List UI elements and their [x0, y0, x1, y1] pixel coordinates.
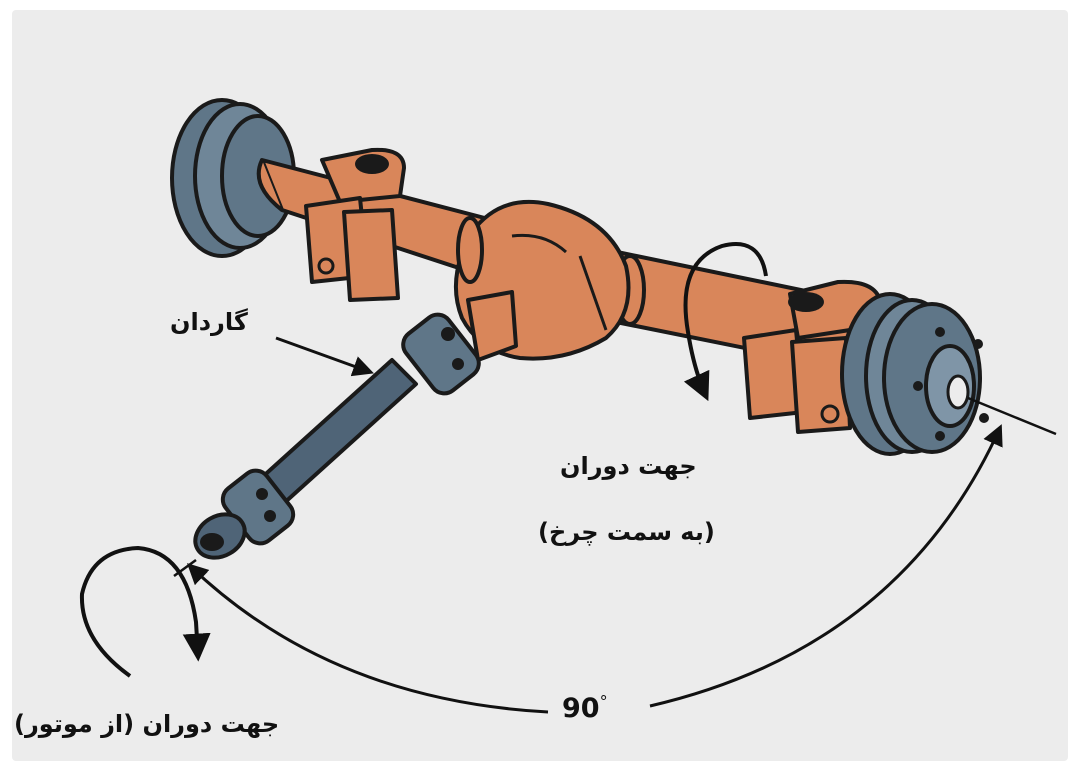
differential-housing [453, 199, 631, 362]
angle-arc-left [186, 563, 549, 714]
wheel-rotation-label: جهت دوران [560, 452, 697, 480]
right-spring-mount [742, 279, 882, 434]
driveshaft-pointer-arrow [275, 336, 374, 377]
drive-shaft [193, 312, 481, 560]
axle-centerline [967, 396, 1057, 436]
right-wheel-drum [840, 292, 989, 456]
angle-label: 90° [562, 692, 608, 724]
angle-value: 90 [562, 693, 600, 724]
angle-unit: ° [599, 692, 608, 711]
wheel-rotation-arrow [683, 242, 768, 402]
wheel-rotation-sublabel: (به سمت چرخ) [538, 518, 715, 546]
angle-arc-right [649, 424, 1003, 708]
engine-rotation-arrow [79, 545, 211, 678]
engine-rotation-label: جهت دوران (از موتور) [14, 710, 280, 738]
left-spring-mount [304, 147, 406, 302]
driveshaft-label: گاردان [170, 308, 248, 336]
